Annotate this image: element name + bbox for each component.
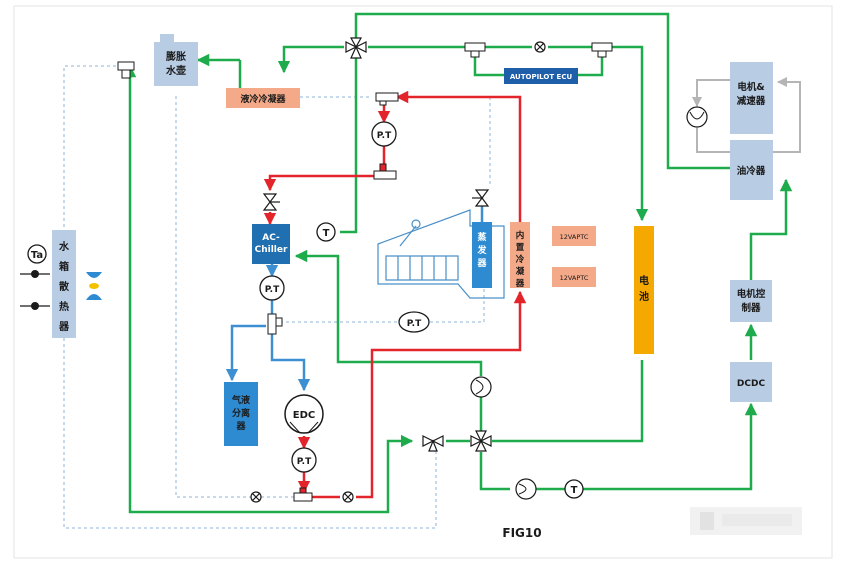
pump-icon-motor — [515, 478, 537, 500]
dcdc-label: DCDC — [737, 379, 766, 389]
radiator-label: 水箱散热器 — [58, 240, 70, 333]
shutoff-valve-icons — [250, 41, 546, 503]
t-sensor-2-label: T — [571, 485, 578, 496]
motor-controller-label-1: 电机控 — [737, 288, 766, 300]
pt-sensor-2-label: P.T — [265, 285, 280, 295]
three-way-valve-top-icon — [345, 37, 367, 59]
pt-sensor-1-label: P.T — [377, 131, 392, 141]
battery-label: 电池 — [639, 274, 649, 303]
pt-sensor-4: P.T — [291, 447, 317, 473]
ambient-sensor-group: Ta — [20, 244, 50, 310]
pt-sensor-2: P.T — [259, 275, 285, 301]
ambient-sensor-label: Ta — [31, 250, 43, 261]
motor-controller-label-2: 制器 — [741, 302, 761, 314]
t-sensor-1-label: T — [323, 228, 330, 239]
ptc-heater-top-label: 12VAPTC — [560, 233, 589, 241]
radiator: 水箱散热器 — [52, 230, 76, 338]
pipe-fittings — [117, 42, 613, 502]
ptc-heater-bottom-label: 12VAPTC — [560, 274, 589, 282]
pt-sensor-3: P.T — [398, 311, 430, 333]
ambient-temperature-sensor — [27, 244, 47, 264]
watermark-blur — [690, 507, 802, 535]
dcdc: DCDC — [730, 362, 772, 402]
pt-sensor-1: P.T — [371, 121, 397, 147]
expansion-valve-left-icon — [262, 193, 280, 211]
gas-liquid-separator: 气液 分离 器 — [224, 382, 258, 446]
t-sensor-1: T — [316, 222, 336, 242]
pump-icon-oil — [686, 106, 708, 128]
autopilot-ecu-label: AUTOPILOT ECU — [510, 73, 573, 81]
figure-caption: FIG10 — [502, 526, 541, 540]
oil-cooler: 油冷器 — [730, 140, 773, 200]
evaporator: 蒸发器 — [472, 222, 492, 288]
ac-chiller: AC- Chiller — [252, 224, 290, 264]
edc-label: EDC — [293, 410, 315, 421]
expansion-tank-label-2: 水壶 — [165, 64, 186, 77]
expansion-tank-label-1: 膨胀 — [166, 50, 186, 63]
ac-chiller-label-1: AC- — [262, 233, 280, 243]
ptc-heater-bottom: 12VAPTC — [552, 267, 596, 287]
pt-sensor-4-label: P.T — [297, 457, 312, 467]
liquid-condenser-label: 液冷冷凝器 — [240, 93, 286, 105]
autopilot-ecu: AUTOPILOT ECU — [504, 68, 578, 84]
motor-reducer: 电机& 减速器 — [730, 62, 773, 134]
radiator-fan-icon — [86, 272, 102, 300]
oil-cooler-label: 油冷器 — [737, 165, 766, 177]
motor-controller: 电机控 制器 — [730, 280, 772, 322]
inner-condenser: 内置冷凝器 — [510, 222, 530, 289]
inner-condenser-label: 内置冷凝器 — [515, 230, 525, 289]
battery: 电池 — [634, 226, 654, 354]
pt-sensor-3-label: P.T — [407, 319, 422, 329]
hvac-housing — [377, 209, 505, 299]
t-sensor-2: T — [564, 479, 584, 499]
separator-label-3: 器 — [235, 421, 246, 432]
evaporator-label: 蒸发器 — [476, 231, 487, 269]
separator-label-1: 气液 — [231, 394, 251, 406]
two-way-valve-icon — [422, 435, 444, 452]
expansion-valve-right-icon — [472, 189, 490, 207]
refrigerant-cold-lines — [225, 196, 484, 392]
edc-compressor: EDC — [284, 394, 324, 434]
page-frame — [13, 5, 833, 559]
ac-chiller-label-2: Chiller — [255, 245, 288, 255]
liquid-condenser: 液冷冷凝器 — [226, 88, 300, 108]
ptc-heater-top: 12VAPTC — [552, 226, 596, 246]
pump-icon-battery — [470, 376, 492, 398]
expansion-tank: 膨胀 水壶 — [154, 34, 198, 86]
motor-reducer-label-1: 电机& — [737, 81, 764, 93]
motor-reducer-label-2: 减速器 — [737, 95, 766, 107]
separator-label-2: 分离 — [232, 407, 250, 419]
three-way-valve-bottom-icon — [470, 430, 492, 452]
motor-oil-loop — [692, 77, 801, 153]
refrigerant-hot-lines — [263, 90, 527, 499]
